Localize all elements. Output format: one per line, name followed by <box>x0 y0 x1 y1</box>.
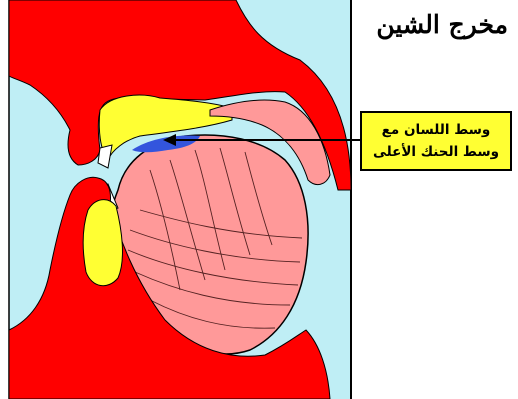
articulation-label: وسط اللسان مع وسط الحنك الأعلى <box>360 111 512 171</box>
diagram-title: مخرج الشين <box>348 8 508 42</box>
label-line-1: وسط اللسان مع <box>362 119 510 141</box>
label-line-2: وسط الحنك الأعلى <box>362 141 510 163</box>
mandible-bone <box>83 200 122 286</box>
